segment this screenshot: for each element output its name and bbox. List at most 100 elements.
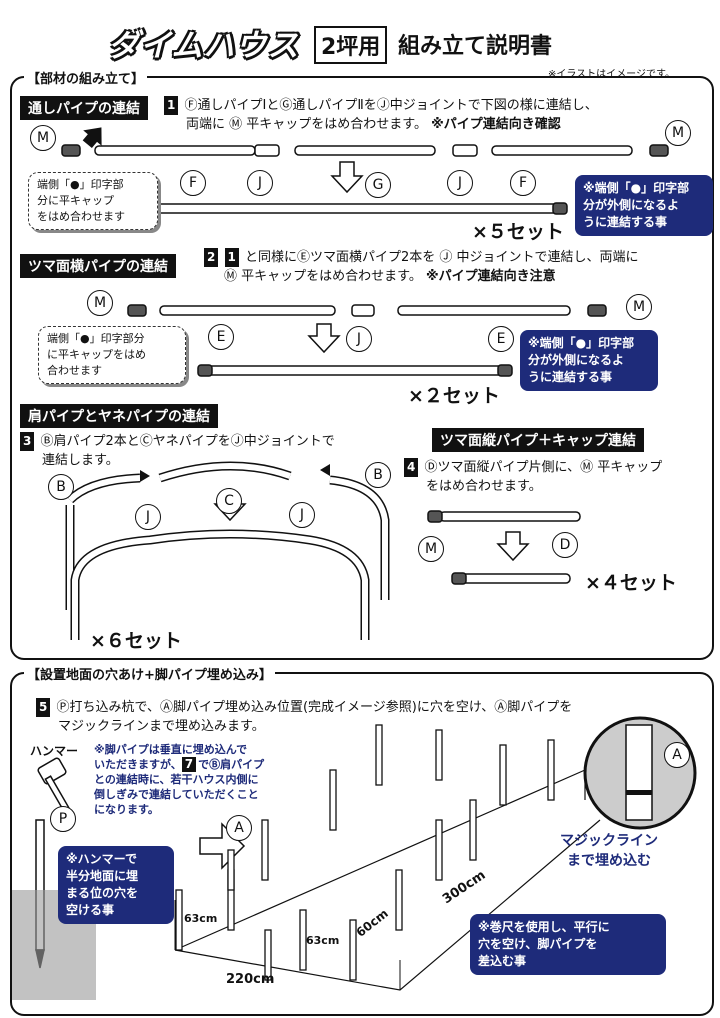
- warn-ref-step: 7: [181, 757, 197, 772]
- callout-1-line2: 分に平キャップ: [37, 194, 114, 207]
- label-f-left: F: [180, 170, 206, 196]
- label-j-3-left: J: [135, 504, 161, 530]
- label-e-left: E: [208, 324, 234, 350]
- hammer-note-line4: 空ける事: [66, 903, 115, 917]
- step-3-number: 3: [20, 432, 35, 451]
- label-m-4: M: [418, 536, 444, 562]
- step-2-note: ※端側「●」印字部 分が外側になるよ うに連結する事: [520, 330, 658, 391]
- parts-assembly-frame: [10, 76, 714, 660]
- step-1-callout: 端側「●」印字部 分に平キャップ をはめ合わせます: [28, 172, 158, 230]
- step-2-ref: 1: [224, 248, 239, 267]
- magic-line2: まで埋め込む: [567, 853, 651, 869]
- callout-1-line3: をはめ合わせます: [37, 210, 125, 223]
- dim-220: 220cm: [226, 972, 275, 987]
- size-badge: 2坪用: [314, 26, 388, 64]
- tape-note-line1: ※巻尺を使用し、平行に: [478, 920, 610, 934]
- ground-install-title: 【設置地面の穴あけ+脚パイプ埋め込み】: [24, 664, 275, 683]
- pipe-f-left: [94, 145, 256, 156]
- step-1-emphasis: ※パイプ連結向き確認: [431, 117, 561, 132]
- parts-assembly-title: 【部材の組み立て】: [24, 68, 148, 87]
- dim-63-left: 63cm: [184, 912, 218, 925]
- cap-m-left: [61, 144, 81, 157]
- step-2-line2: Ⓜ 平キャップをはめ合わせます。: [224, 269, 422, 284]
- step-2-set-count: ×２セット: [408, 385, 500, 407]
- warn-line6: 倒しぎみで連結していただくこと: [94, 788, 259, 801]
- note-2-line1: ※端側「●」印字部: [528, 336, 635, 350]
- step-1-number: 1: [164, 96, 179, 115]
- step-2-line1: と同様にⒺツマ面横パイプ2本を Ⓙ 中ジョイントで連結し、両端に: [245, 250, 639, 265]
- step-5-text: 5 Ⓟ打ち込み杭で、Ⓐ脚パイプ埋め込み位置(完成イメージ参照)に穴を空け、Ⓐ脚パ…: [36, 698, 706, 736]
- ground-install-frame: [10, 672, 714, 1016]
- step-4-line2: をはめ合わせます。: [426, 479, 542, 494]
- label-m-right: M: [665, 120, 691, 146]
- step-2-number: 2: [204, 248, 219, 267]
- label-j-2: J: [346, 326, 372, 352]
- label-g: G: [365, 172, 391, 198]
- label-e-right: E: [488, 326, 514, 352]
- illustration-note: ※イラストはイメージです。: [548, 69, 675, 80]
- step-4-set-count: ×４セット: [585, 572, 677, 594]
- label-a-plan: A: [226, 815, 252, 841]
- label-c: C: [216, 488, 242, 514]
- label-j-left: J: [247, 170, 273, 196]
- step-3-set-count: ×６セット: [90, 630, 182, 652]
- arrow-down-4: [496, 531, 530, 562]
- note-1-line3: うに連結する事: [583, 215, 668, 229]
- step-2-emphasis: ※パイプ連結向き注意: [425, 269, 556, 284]
- label-f-right: F: [510, 170, 536, 196]
- label-m-left-2: M: [87, 290, 113, 316]
- tape-note-line3: 差込む事: [478, 954, 527, 968]
- section-3-heading: 肩パイプとヤネパイプの連結: [20, 404, 218, 428]
- pipe-g: [294, 145, 436, 156]
- arrow-down-2: [307, 323, 341, 354]
- step-2-text: 2 1 と同様にⒺツマ面横パイプ2本を Ⓙ 中ジョイントで連結し、両端に Ⓜ 平…: [204, 248, 704, 286]
- label-b-left: B: [48, 474, 74, 500]
- joint-j-right: [452, 144, 478, 157]
- warn-line5: との連結時に、若干ハウス内側に: [94, 773, 259, 786]
- step-1-text: 1 Ⓕ通しパイプⅠとⒼ通しパイプⅡをⒿ中ジョイントで下図の様に連結し、 両端に …: [164, 96, 704, 134]
- step-2-callout: 端側「●」印字部分 に平キャップをはめ 合わせます: [38, 326, 186, 384]
- cap-m-right: [649, 144, 669, 157]
- callout-1-line1: 端側「●」印字部: [37, 178, 124, 191]
- note-1-line2: 分が外側になるよ: [583, 198, 680, 212]
- callout-2-line1: 端側「●」印字部分: [47, 332, 145, 345]
- step-1-line1: Ⓕ通しパイプⅠとⒼ通しパイプⅡをⒿ中ジョイントで下図の様に連結し、: [184, 98, 598, 113]
- hammer-note-line3: まる位の穴を: [66, 886, 139, 900]
- joint-j-left: [254, 144, 280, 157]
- step-1-set-count: ×５セット: [472, 221, 564, 243]
- warn-line7: になります。: [94, 803, 159, 816]
- step-4-text: 4 Ⓓツマ面縦パイプ片側に、Ⓜ 平キャップ をはめ合わせます。: [404, 458, 704, 496]
- label-j-3-right: J: [289, 502, 315, 528]
- label-a-photo: A: [664, 742, 690, 768]
- dim-63-center: 63cm: [306, 934, 340, 947]
- step-4-number: 4: [404, 458, 419, 477]
- section-4-heading: ツマ面縦パイプ＋キャップ連結: [432, 428, 644, 452]
- pipe-f-right: [491, 145, 633, 156]
- step-5-line2: マジックラインまで埋め込みます。: [58, 719, 265, 734]
- step-5-line1: Ⓟ打ち込み杭で、Ⓐ脚パイプ埋め込み位置(完成イメージ参照)に穴を空け、Ⓐ脚パイプ…: [56, 700, 573, 715]
- warn-line1: ※脚パイプは垂直に埋め込んで: [94, 743, 248, 756]
- label-p: P: [50, 806, 76, 832]
- label-m-right-2: M: [626, 294, 652, 320]
- step-1-line2: 両端に Ⓜ 平キャップをはめ合わせます。: [186, 117, 427, 132]
- arrow-down-1: [330, 161, 364, 194]
- document-subtitle: 組み立て説明書: [398, 34, 553, 59]
- step-5-number: 5: [36, 698, 51, 717]
- magic-line-caption: マジックライン まで埋め込む: [560, 830, 658, 870]
- note-2-line3: うに連結する事: [528, 370, 613, 384]
- tape-measure-note: ※巻尺を使用し、平行に 穴を空け、脚パイプを 差込む事: [470, 914, 666, 975]
- warn-line3: で: [198, 758, 210, 771]
- step-4-line1: Ⓓツマ面縦パイプ片側に、Ⓜ 平キャップ: [424, 460, 663, 475]
- magic-line1: マジックライン: [560, 833, 658, 849]
- document-title: ダイムハウス: [108, 28, 300, 64]
- hammer-note: ※ハンマーで 半分地面に埋 まる位の穴を 空ける事: [58, 846, 174, 924]
- warn-line4: 肩パイプ: [220, 758, 265, 771]
- label-b-right: B: [365, 462, 391, 488]
- section-2-heading: ツマ面横パイプの連結: [20, 254, 176, 278]
- step-3-line1: Ⓑ肩パイプ2本とⒸヤネパイプをⒿ中ジョイントで: [40, 434, 335, 449]
- label-m-left: M: [30, 125, 56, 151]
- hammer-label: ハンマー: [30, 744, 79, 758]
- hammer-note-line2: 半分地面に埋: [66, 869, 139, 883]
- hammer-note-line1: ※ハンマーで: [66, 852, 137, 866]
